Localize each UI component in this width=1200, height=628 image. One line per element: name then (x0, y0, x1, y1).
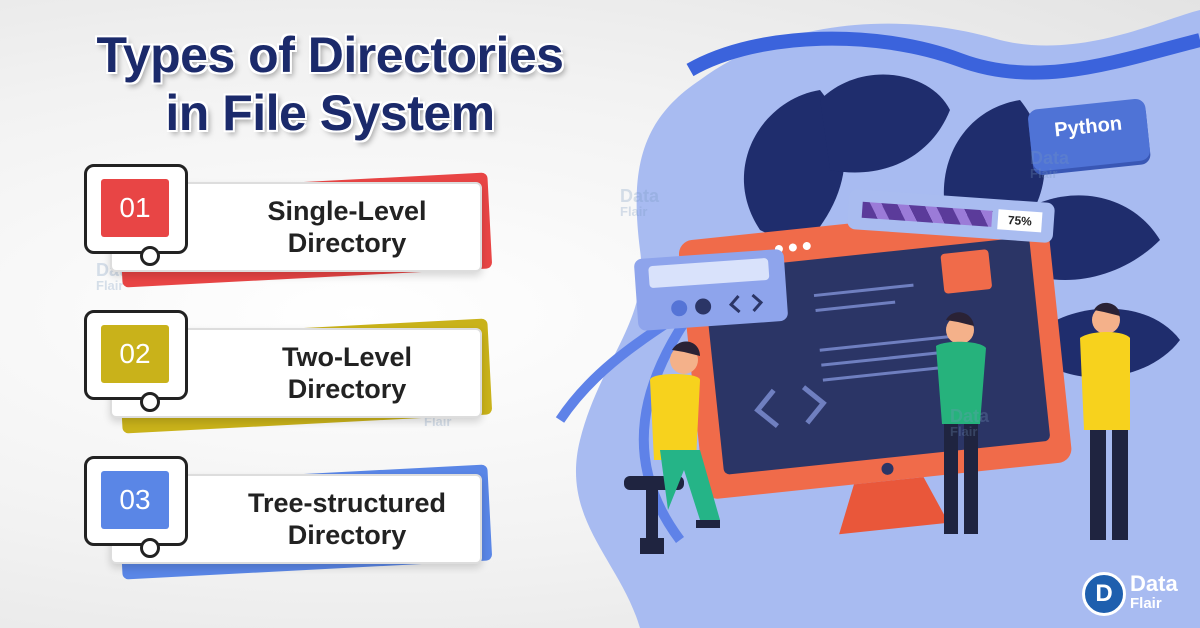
number-frame: 03 (84, 456, 188, 546)
leaf-left (743, 90, 845, 250)
sitting-person (624, 341, 720, 554)
number-frame: 02 (84, 310, 188, 400)
title-line-2: in File System (165, 85, 495, 141)
blue-wave (686, 31, 1200, 80)
progress-label: 75% (997, 209, 1043, 233)
title-line-1: Types of Directories (96, 27, 564, 83)
page-title: Types of Directories in File System (30, 26, 630, 142)
number-badge: 03 (101, 471, 169, 529)
number-frame: 01 (84, 164, 188, 254)
standing-person-center (936, 312, 986, 534)
logo-text: Data Flair (1130, 571, 1178, 613)
standing-person-right (1080, 302, 1130, 540)
progress-fill (861, 201, 993, 227)
leaf-left-2 (820, 74, 950, 173)
code-panel (634, 249, 788, 331)
dataflair-logo: D Data Flair (1082, 572, 1178, 616)
logo-mark-icon: D (1082, 572, 1126, 616)
connector-dot (140, 246, 160, 266)
connector-dot (140, 392, 160, 412)
connector-dot (140, 538, 160, 558)
number-badge: 02 (101, 325, 169, 383)
number-badge: 01 (101, 179, 169, 237)
